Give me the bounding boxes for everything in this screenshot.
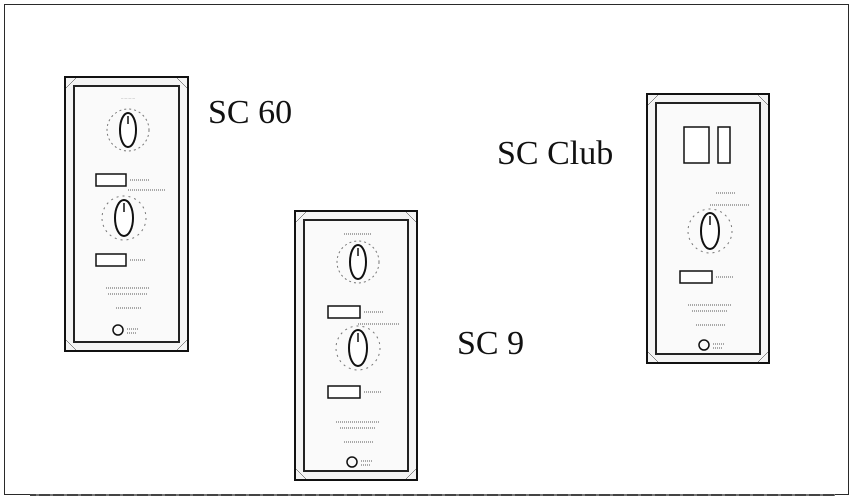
svg-text:···········: ··········· (121, 96, 136, 101)
switch-icon (717, 126, 731, 164)
temperature-dial-icon (335, 325, 381, 371)
indicator-lamp-icon (327, 305, 361, 319)
sc60-label: SC 60 (208, 94, 293, 131)
timer-dial-icon (336, 240, 380, 284)
sc60-control-panel: ··········· (64, 76, 189, 352)
sc60-panel-drawing: ··········· (95, 96, 166, 336)
brand-logo-icon (698, 339, 724, 351)
sc-club-panel-drawing (679, 126, 750, 351)
sc9-control-panel (294, 210, 418, 481)
brand-logo-icon (112, 324, 138, 336)
sc-club-label: SC Club (497, 135, 614, 172)
brand-logo-icon (346, 456, 372, 468)
indicator-lamp-icon (679, 270, 713, 284)
sc9-panel-drawing (327, 233, 400, 468)
indicator-lamp-icon (95, 253, 127, 267)
temperature-dial-icon (101, 195, 147, 241)
indicator-lamp-icon (327, 385, 361, 399)
display-window-icon (683, 126, 710, 164)
figure-frame: ··········· (4, 4, 849, 495)
bottom-rule (30, 494, 835, 496)
temperature-dial-icon (687, 208, 733, 254)
timer-dial-icon (106, 108, 150, 152)
sc9-label: SC 9 (457, 325, 525, 362)
sc-club-control-panel (646, 93, 770, 364)
indicator-lamp-icon (95, 173, 127, 187)
